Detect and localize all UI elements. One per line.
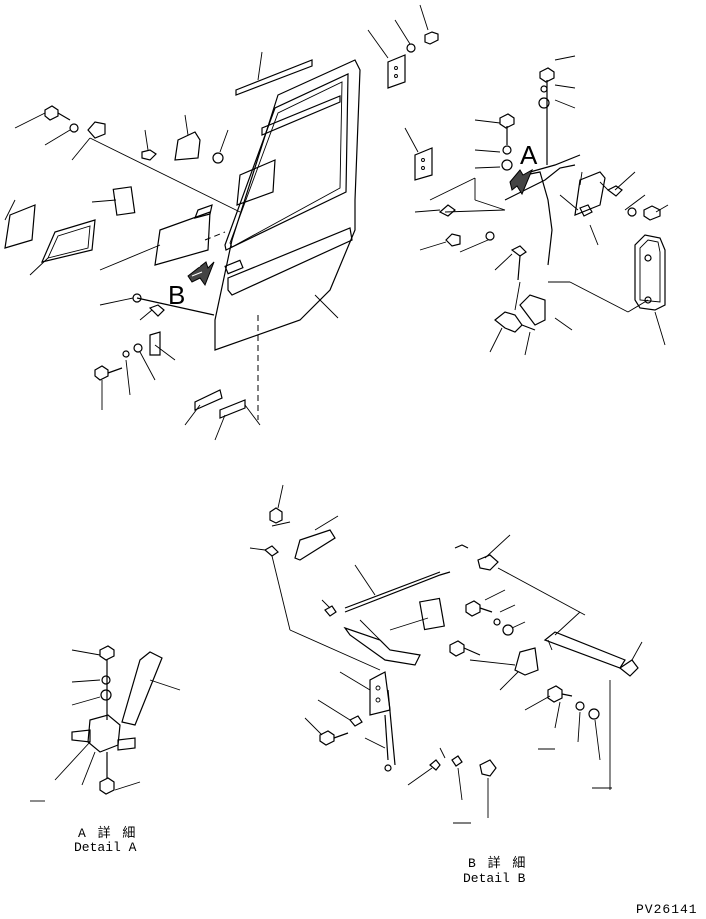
door-check-assembly: [414, 55, 581, 311]
left-pad-and-handle: [4, 186, 136, 276]
lower-latch-hardware: [94, 293, 215, 410]
detail-b-title-jp: B 詳 細: [468, 856, 528, 871]
drawing-number: PV26141: [636, 902, 698, 917]
lower-hinge: [404, 127, 433, 181]
door-lock-link-right: [489, 294, 573, 356]
detail-b-view: [249, 484, 643, 824]
upper-hinge: [367, 4, 439, 89]
left-bolt-group: [14, 105, 241, 213]
detail-a-title-jp: A 詳 細: [78, 826, 138, 841]
window-weatherstrip: [235, 51, 313, 96]
door-lower-bracket-and-pull: [184, 294, 339, 441]
door-trim-panel: [99, 211, 226, 271]
view-arrow-b-label: B: [168, 280, 186, 310]
detail-a-title-en: Detail A: [74, 840, 137, 855]
stay-bracket-right: [559, 171, 669, 246]
detail-a-view: [30, 645, 181, 802]
right-mirror-pad: [548, 234, 666, 346]
latch-bracket: [141, 114, 229, 164]
view-arrow-b: [187, 261, 215, 287]
detail-b-title-en: Detail B: [463, 871, 526, 886]
door-panel: [214, 59, 361, 351]
view-arrow-a-label: A: [520, 140, 538, 170]
door-glass: [194, 159, 276, 219]
